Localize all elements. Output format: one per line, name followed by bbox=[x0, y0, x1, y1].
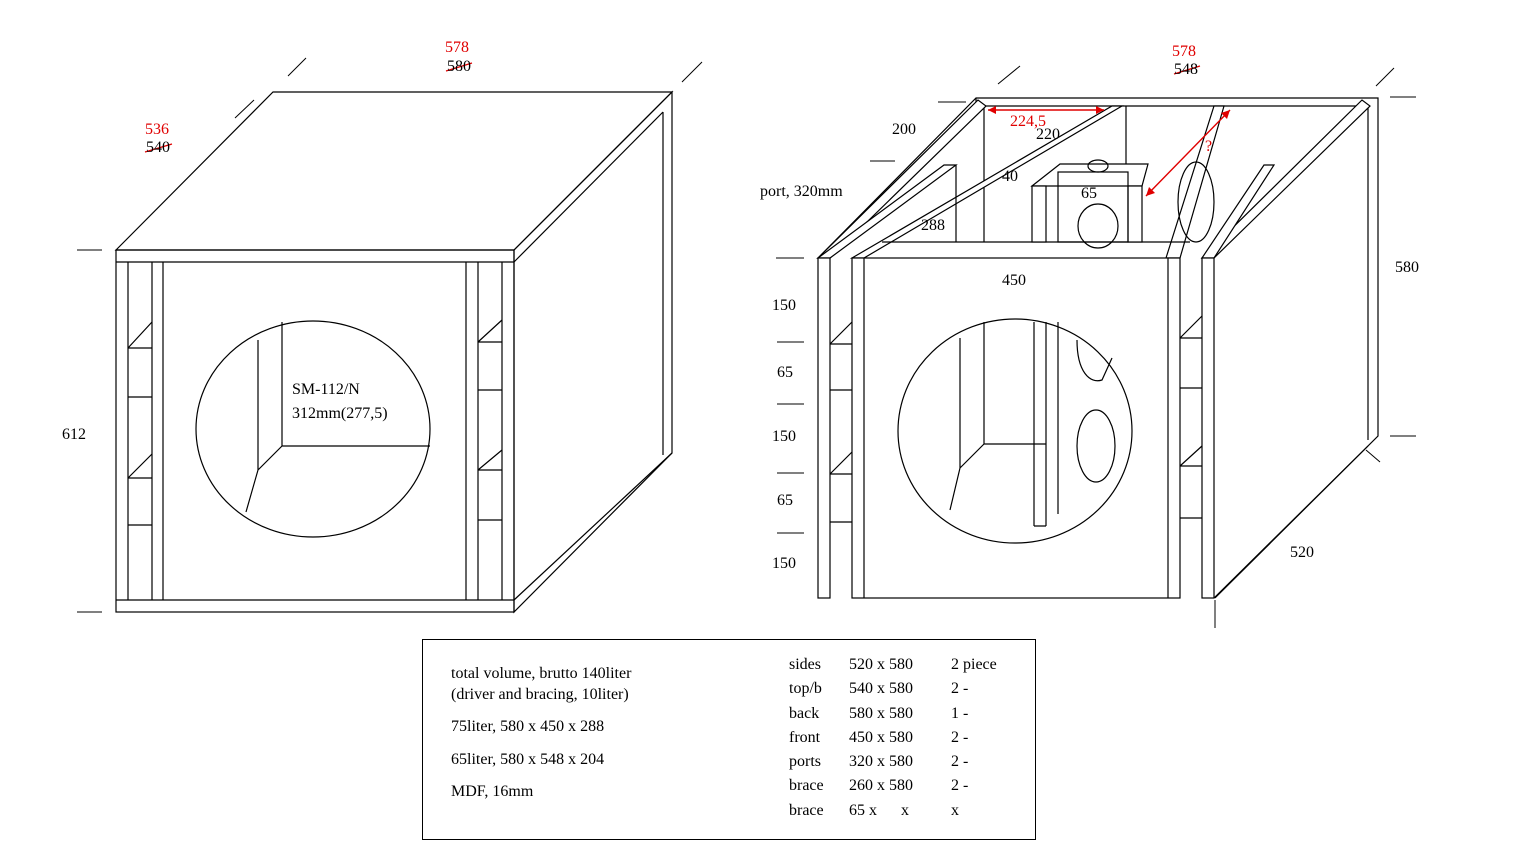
part-qty: 2 - bbox=[951, 680, 969, 698]
right-dim-288: 288 bbox=[921, 217, 945, 234]
right-driver-cutout bbox=[897, 318, 1133, 544]
part-size: 65 x x bbox=[849, 801, 909, 819]
part-qty: 2 - bbox=[951, 728, 969, 746]
note-total-volume: total volume, brutto 140liter bbox=[451, 665, 632, 682]
stack-dim-5: 150 bbox=[772, 555, 796, 572]
port-label: port, 320mm bbox=[760, 183, 843, 200]
part-name: brace bbox=[789, 801, 824, 819]
right-dim-65-top: 65 bbox=[1081, 185, 1097, 202]
right-dim-520: 520 bbox=[1290, 544, 1314, 561]
left-top-face bbox=[114, 91, 674, 251]
right-top-dim-new: 578 bbox=[1172, 43, 1196, 60]
right-front-frame bbox=[851, 257, 1181, 599]
right-cabinet bbox=[776, 65, 1416, 628]
stack-dim-4: 65 bbox=[777, 492, 793, 509]
left-height-dim: 612 bbox=[62, 426, 86, 443]
note-material: MDF, 16mm bbox=[451, 783, 534, 800]
part-qty: 2 piece bbox=[951, 656, 997, 673]
stack-dim-1: 150 bbox=[772, 297, 796, 314]
left-driver-cutout bbox=[195, 320, 431, 538]
left-top-dim-new: 578 bbox=[445, 39, 469, 56]
part-name: ports bbox=[789, 753, 821, 771]
right-dim-580: 580 bbox=[1395, 259, 1419, 276]
stack-dim-3: 150 bbox=[772, 428, 796, 445]
part-size: 580 x 580 bbox=[849, 704, 913, 722]
note-65-liter: 65liter, 580 x 548 x 204 bbox=[451, 751, 605, 768]
right-dim-450: 450 bbox=[1002, 272, 1026, 289]
part-qty: 2 - bbox=[951, 753, 969, 771]
part-size: 520 x 580 bbox=[849, 656, 913, 673]
part-size: 320 x 580 bbox=[849, 753, 913, 771]
left-front-frame bbox=[115, 249, 515, 613]
part-qty: 2 - bbox=[951, 777, 969, 795]
right-question-mark: ? bbox=[1205, 138, 1212, 155]
left-depth-dim-old: 540 bbox=[146, 139, 170, 156]
right-dim-220: 220 bbox=[1036, 126, 1060, 143]
part-name: top/b bbox=[789, 680, 822, 698]
right-dim-40: 40 bbox=[1002, 168, 1018, 185]
part-name: brace bbox=[789, 777, 824, 795]
note-75-liter: 75liter, 580 x 450 x 288 bbox=[451, 718, 605, 735]
stack-dim-2: 65 bbox=[777, 364, 793, 381]
part-qty: 1 - bbox=[951, 704, 969, 722]
info-box: total volume, brutto 140liter (driver an… bbox=[422, 639, 1036, 840]
part-name: front bbox=[789, 728, 821, 746]
part-name: sides bbox=[789, 656, 821, 673]
left-depth-dim-new: 536 bbox=[145, 121, 169, 138]
part-size: 260 x 580 bbox=[849, 777, 913, 795]
right-left-side-panel bbox=[817, 257, 831, 599]
note-driver-bracing: (driver and bracing, 10liter) bbox=[451, 686, 629, 703]
driver-size-label: 312mm(277,5) bbox=[292, 405, 388, 422]
right-top-dim-old: 548 bbox=[1174, 61, 1198, 78]
part-size: 540 x 580 bbox=[849, 680, 913, 698]
right-inner-dim-red: 224,5 bbox=[1010, 113, 1046, 130]
left-top-dim-old: 580 bbox=[447, 58, 471, 75]
part-name: back bbox=[789, 704, 820, 722]
driver-model-label: SM-112/N bbox=[292, 381, 360, 398]
right-right-side-panel bbox=[1201, 257, 1215, 599]
part-qty: x bbox=[951, 801, 959, 819]
part-size: 450 x 580 bbox=[849, 728, 913, 746]
left-side-face bbox=[513, 90, 673, 614]
right-dim-200: 200 bbox=[892, 121, 916, 138]
left-cabinet bbox=[77, 57, 703, 614]
